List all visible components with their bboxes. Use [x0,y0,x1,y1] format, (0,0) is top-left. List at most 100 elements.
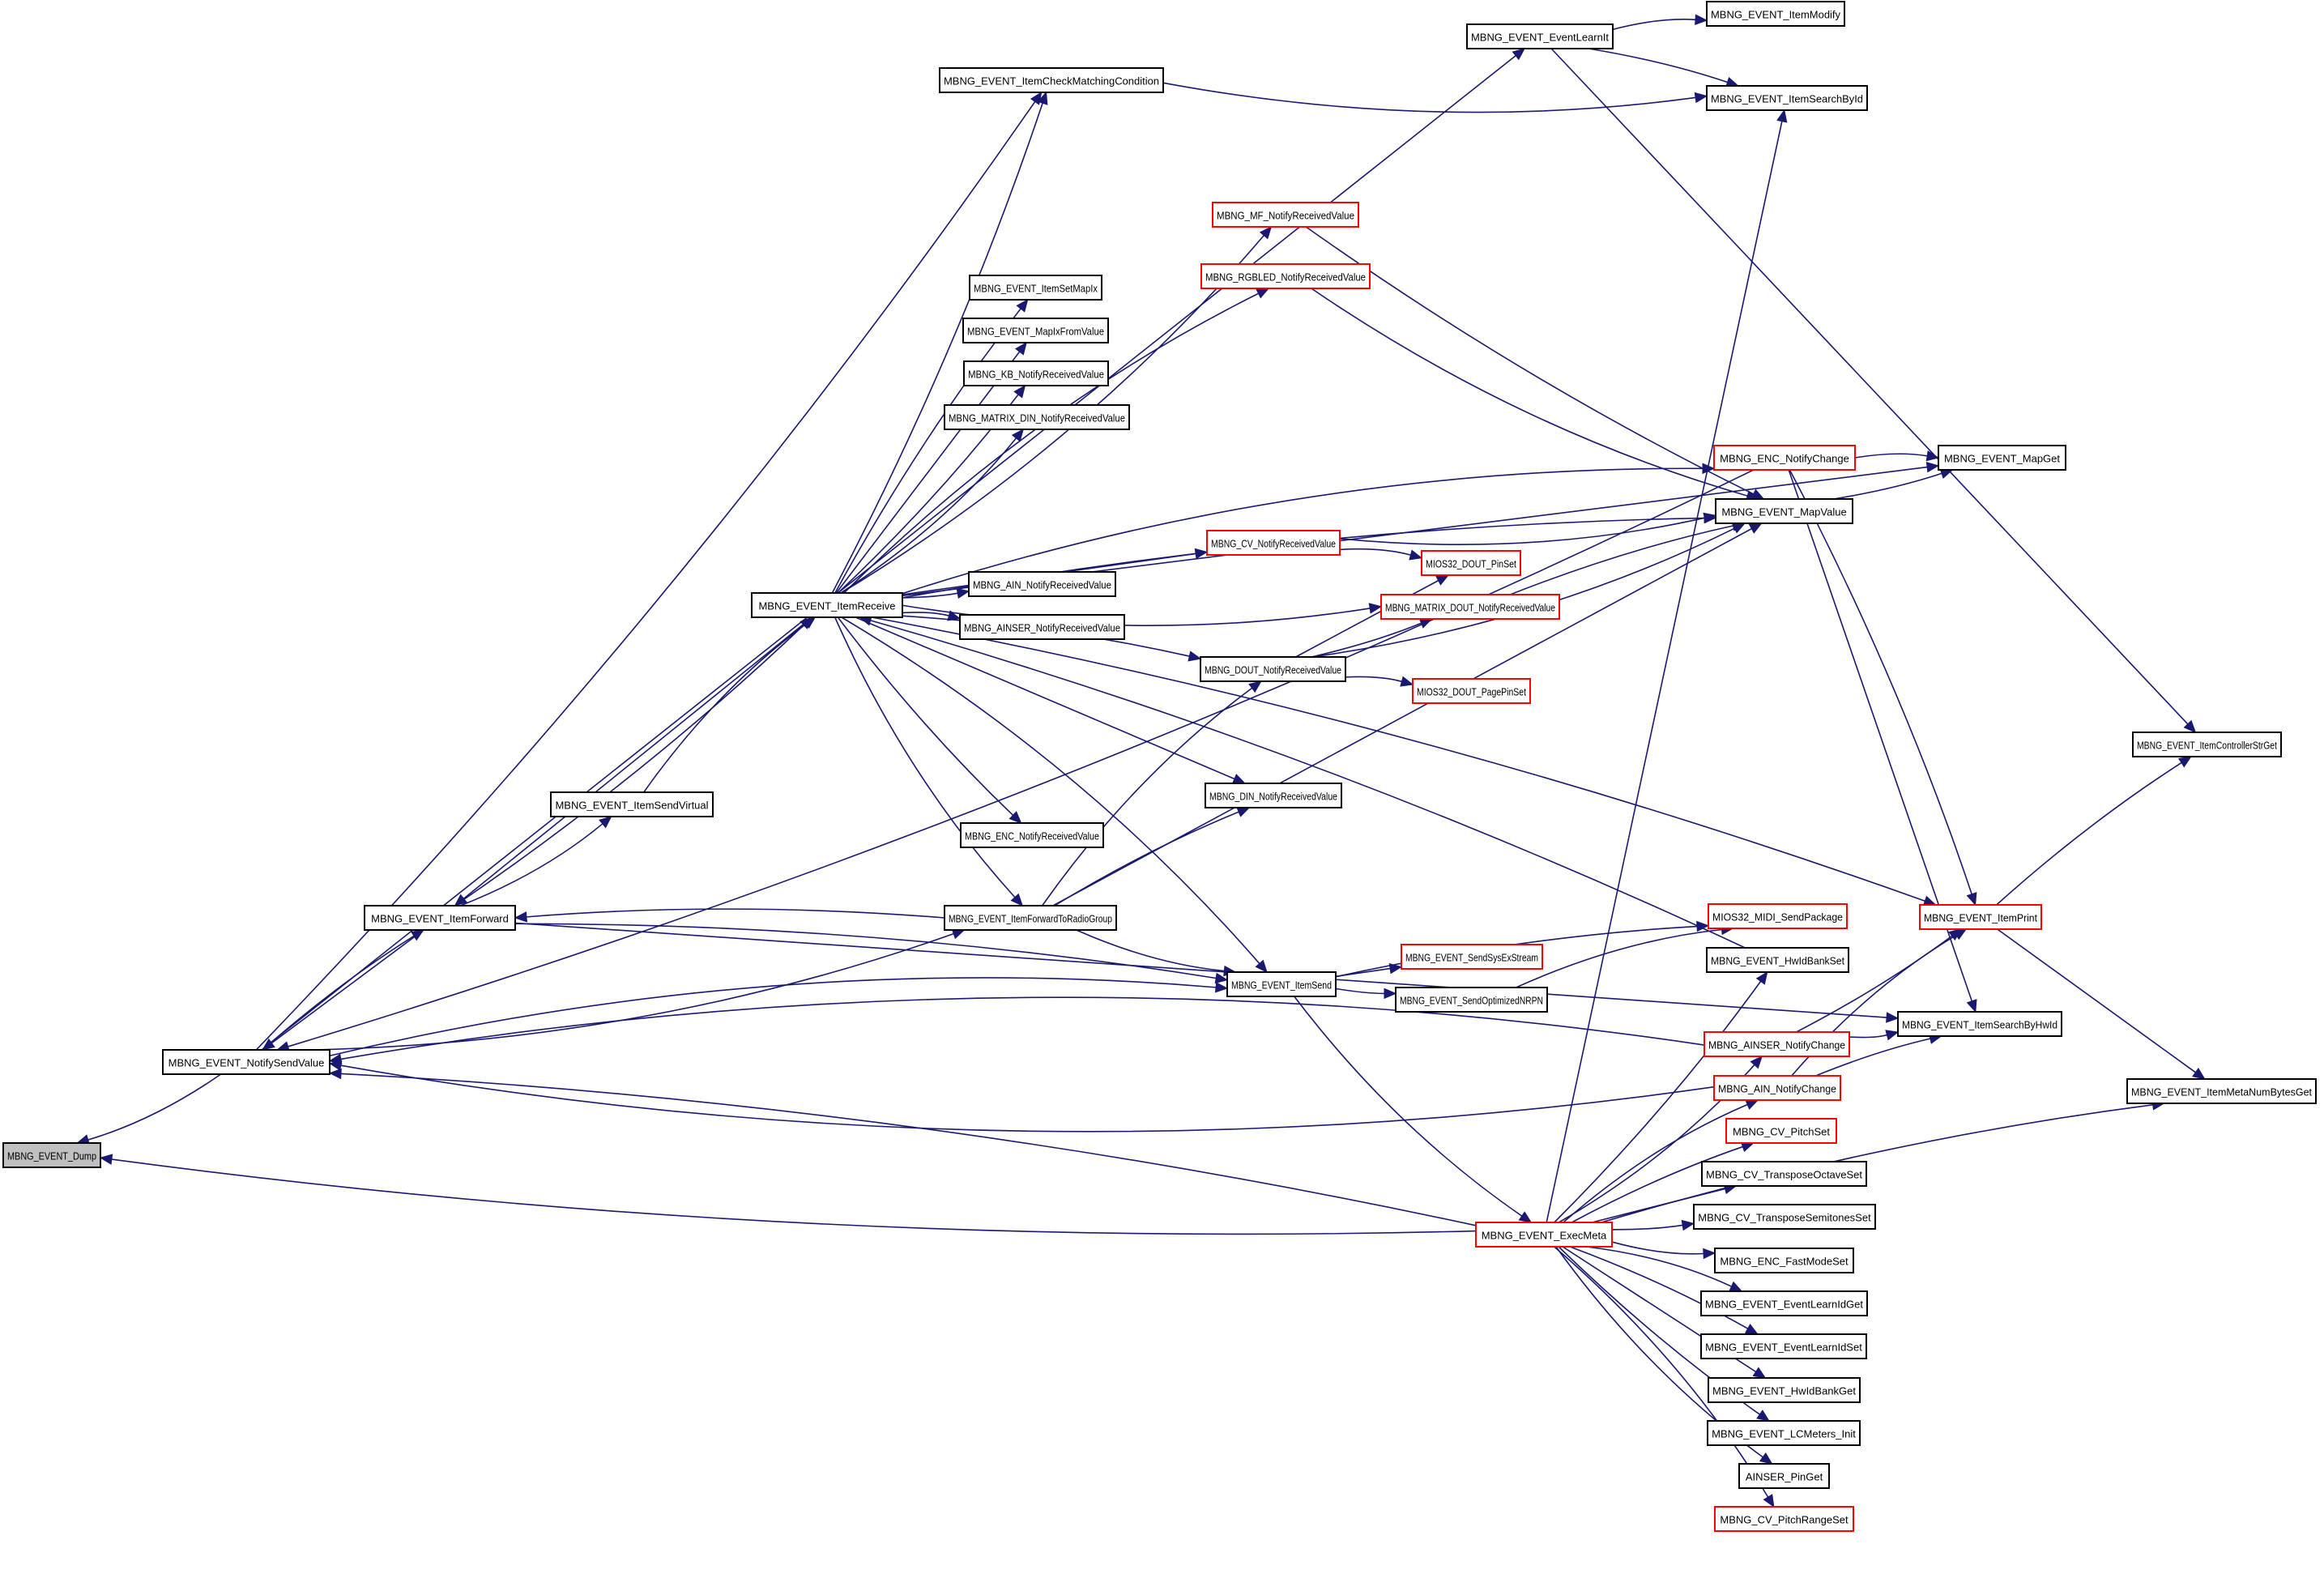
node-box [960,822,1104,848]
edge-receive-to-encchange [902,467,1704,595]
node-rgbled[interactable]: MBNG_RGBLED_NotifyReceivedValue [1200,263,1371,289]
edge-notifysend-to-radiogroup [312,932,954,1051]
node-eventlearn[interactable]: MBNG_EVENT_EventLearnIt [1466,23,1614,49]
node-midisend[interactable]: MIOS32_MIDI_SendPackage [1708,903,1848,929]
node-metanumbytes[interactable]: MBNG_EVENT_ItemMetaNumBytesGet [2126,1078,2317,1104]
node-itemprint[interactable]: MBNG_EVENT_ItemPrint [1919,904,2042,930]
node-label: MBNG_CV_TransposeOctaveSet [1706,1169,1862,1181]
node-execmeta[interactable]: MBNG_EVENT_ExecMeta [1475,1222,1613,1248]
edge-receive-to-itemsend [841,616,1260,964]
node-label: MBNG_ENC_NotifyReceivedValue [965,830,1099,842]
node-setmapix[interactable]: MBNG_EVENT_ItemSetMapIx [969,275,1102,301]
arrowhead-icon [514,911,527,923]
node-transsemi[interactable]: MBNG_CV_TransposeSemitonesSet [1693,1204,1876,1230]
node-pitchrange[interactable]: MBNG_CV_PitchRangeSet [1714,1506,1854,1532]
node-box [962,318,1109,343]
arrowhead-icon [1518,1211,1533,1223]
arrowhead-icon [1756,1410,1770,1422]
node-forward[interactable]: MBNG_EVENT_ItemForward [364,905,516,931]
node-itemmodify[interactable]: MBNG_EVENT_ItemModify [1706,1,1845,27]
node-box [1475,1222,1613,1248]
node-nrpn[interactable]: MBNG_EVENT_SendOptimizedNRPN [1395,987,1548,1013]
node-label: MBNG_EVENT_NotifySendValue [168,1057,325,1069]
edge-receive-to-checkmatch [831,103,1043,594]
node-dinrecv[interactable]: MBNG_DIN_NotifyReceivedValue [1205,783,1342,808]
edge-ainchange-to-notifysend [340,1064,1715,1133]
node-box [1715,498,1853,524]
arrowhead-icon [1694,92,1708,104]
node-mf[interactable]: MBNG_MF_NotifyReceivedValue [1212,202,1359,228]
node-ainchange[interactable]: MBNG_AIN_NotifyChange [1713,1075,1841,1101]
node-notifysend[interactable]: MBNG_EVENT_NotifySendValue [162,1049,330,1075]
node-matrixdin[interactable]: MBNG_MATRIX_DIN_NotifyReceivedValue [944,404,1130,430]
node-sysex[interactable]: MBNG_EVENT_SendSysExStream [1401,944,1543,970]
node-label: MBNG_AINSER_NotifyChange [1708,1039,1845,1051]
edge-execmeta-to-pitchrange [1554,1246,1769,1498]
edge-encchange-to-mapget [1854,453,1928,459]
node-dump[interactable]: MBNG_EVENT_Dump [2,1142,101,1168]
edge-execmeta-to-learnidget [1586,1246,1732,1287]
node-ainrecv[interactable]: MBNG_AIN_NotifyReceivedValue [968,571,1116,597]
node-doutpinset[interactable]: MIOS32_DOUT_PinSet [1421,550,1521,576]
node-box [2132,732,2282,757]
node-learnidget[interactable]: MBNG_EVENT_EventLearnIdGet [1700,1290,1868,1316]
node-box [1713,1075,1841,1101]
node-box [1206,530,1341,556]
arrowhead-icon [1236,807,1251,817]
node-label: MBNG_EVENT_ItemMetaNumBytesGet [2131,1086,2312,1098]
node-kb[interactable]: MBNG_KB_NotifyReceivedValue [963,360,1109,386]
arrowhead-icon [956,587,970,599]
node-controllerstr[interactable]: MBNG_EVENT_ItemControllerStrGet [2132,732,2282,757]
node-searchbyhwid[interactable]: MBNG_EVENT_ItemSearchByHwId [1897,1011,2062,1037]
edge-receive-to-setmapix [834,308,1021,594]
node-cvrecv[interactable]: MBNG_CV_NotifyReceivedValue [1206,530,1341,556]
node-mapget[interactable]: MBNG_EVENT_MapGet [1938,445,2066,471]
edge-notifysend-to-dump [87,1073,222,1141]
node-ainserpinget[interactable]: AINSER_PinGet [1738,1463,1830,1489]
node-checkmatch[interactable]: MBNG_EVENT_ItemCheckMatchingCondition [939,67,1164,93]
arrowhead-icon [1966,892,1977,906]
node-matrixdout[interactable]: MBNG_MATRIX_DOUT_NotifyReceivedValue [1380,594,1560,620]
arrowhead-icon [1400,676,1414,687]
node-mapixfrom[interactable]: MBNG_EVENT_MapIxFromValue [962,318,1109,343]
node-searchbyid[interactable]: MBNG_EVENT_ItemSearchById [1706,85,1868,111]
node-sendvirtual[interactable]: MBNG_EVENT_ItemSendVirtual [550,791,714,817]
node-doutrecv[interactable]: MBNG_DOUT_NotifyReceivedValue [1200,656,1346,682]
node-box [1708,1377,1861,1403]
node-label: MBNG_MATRIX_DOUT_NotifyReceivedValue [1385,602,1555,614]
arrowhead-icon [1013,384,1026,399]
node-receive[interactable]: MBNG_EVENT_ItemReceive [751,592,903,618]
node-box [1466,23,1614,49]
node-pitchset[interactable]: MBNG_CV_PitchSet [1725,1118,1837,1144]
node-encchange[interactable]: MBNG_ENC_NotifyChange [1713,445,1856,471]
node-mapvalue[interactable]: MBNG_EVENT_MapValue [1715,498,1853,524]
node-label: MBNG_MF_NotifyReceivedValue [1217,210,1354,222]
edge-receive-to-itemprint [872,616,1925,902]
node-ainserrecv[interactable]: MBNG_AINSER_NotifyReceivedValue [959,614,1125,640]
node-radiogroup[interactable]: MBNG_EVENT_ItemForwardToRadioGroup [944,905,1117,931]
node-itemsend[interactable]: MBNG_EVENT_ItemSend [1226,971,1337,997]
node-lcmeters[interactable]: MBNG_EVENT_LCMeters_Init [1707,1420,1861,1446]
node-label: MBNG_EVENT_HwIdBankGet [1712,1385,1856,1397]
node-encrecv[interactable]: MBNG_ENC_NotifyReceivedValue [960,822,1104,848]
node-ainserchange[interactable]: MBNG_AINSER_NotifyChange [1704,1031,1850,1057]
node-label: MIOS32_DOUT_PinSet [1426,558,1516,570]
node-label: MBNG_EVENT_EventLearnIdGet [1705,1299,1863,1311]
edge-execmeta-to-transsemi [1611,1224,1683,1231]
node-fastmode[interactable]: MBNG_ENC_FastModeSet [1714,1248,1854,1273]
node-box [1713,445,1856,471]
edge-notifysend-to-forward [262,935,415,1051]
node-box [1725,1118,1837,1144]
node-label: MBNG_EVENT_SendSysExStream [1405,952,1538,964]
node-box [2126,1078,2317,1104]
node-pagepinset[interactable]: MIOS32_DOUT_PagePinSet [1412,678,1531,704]
edge-radiogroup-to-forward [526,908,945,919]
arrowhead-icon [1194,548,1209,560]
edge-ainserchange-to-searchbyhwid [1849,1034,1887,1039]
node-learnidset[interactable]: MBNG_EVENT_EventLearnIdSet [1700,1333,1867,1359]
node-hwidbankset[interactable]: MBNG_EVENT_HwIdBankSet [1706,947,1849,973]
arrowhead-icon [1368,603,1383,614]
node-transoct[interactable]: MBNG_CV_TransposeOctaveSet [1701,1161,1867,1187]
edge-encchange-to-itemprint [1789,469,1972,894]
node-hwidbankget[interactable]: MBNG_EVENT_HwIdBankGet [1708,1377,1861,1403]
